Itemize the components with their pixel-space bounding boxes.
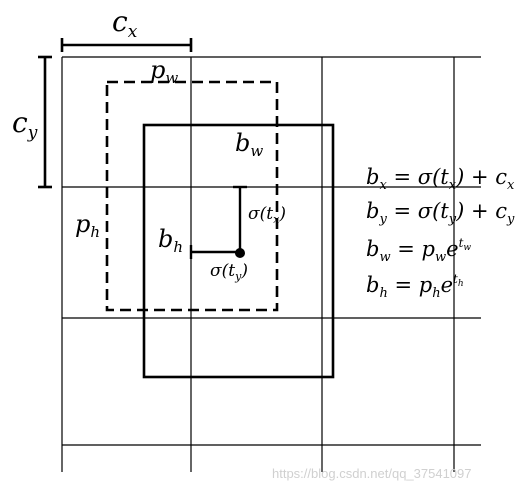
cy-bracket	[38, 55, 52, 189]
label-bw: bw	[235, 129, 263, 160]
cx-bracket	[60, 38, 193, 52]
predicted-box	[142, 123, 335, 379]
sigma-ty-marker	[189, 245, 240, 259]
center-point	[235, 248, 245, 258]
label-cy: cy	[12, 106, 38, 143]
label-sigma-tx: σ(tx)	[248, 204, 286, 226]
label-bh: bh	[158, 225, 183, 256]
equation-bh: bh = pheth	[366, 272, 464, 301]
label-ph: ph	[75, 210, 100, 241]
equation-bx: bx = σ(tx) + cx	[366, 165, 515, 193]
watermark: https://blog.csdn.net/qq_37541097	[272, 466, 472, 481]
label-cx: cx	[112, 5, 138, 42]
equations: bx = σ(tx) + cx by = σ(ty) + cy bw = pwe…	[366, 165, 515, 301]
label-pw: pw	[150, 56, 178, 87]
label-sigma-ty: σ(ty)	[210, 261, 248, 283]
sigma-tx-marker	[233, 185, 247, 252]
prior-box	[105, 80, 279, 312]
grid	[61, 56, 481, 472]
equation-bw: bw = pwetw	[366, 236, 471, 265]
equation-by: by = σ(ty) + cy	[366, 199, 515, 227]
